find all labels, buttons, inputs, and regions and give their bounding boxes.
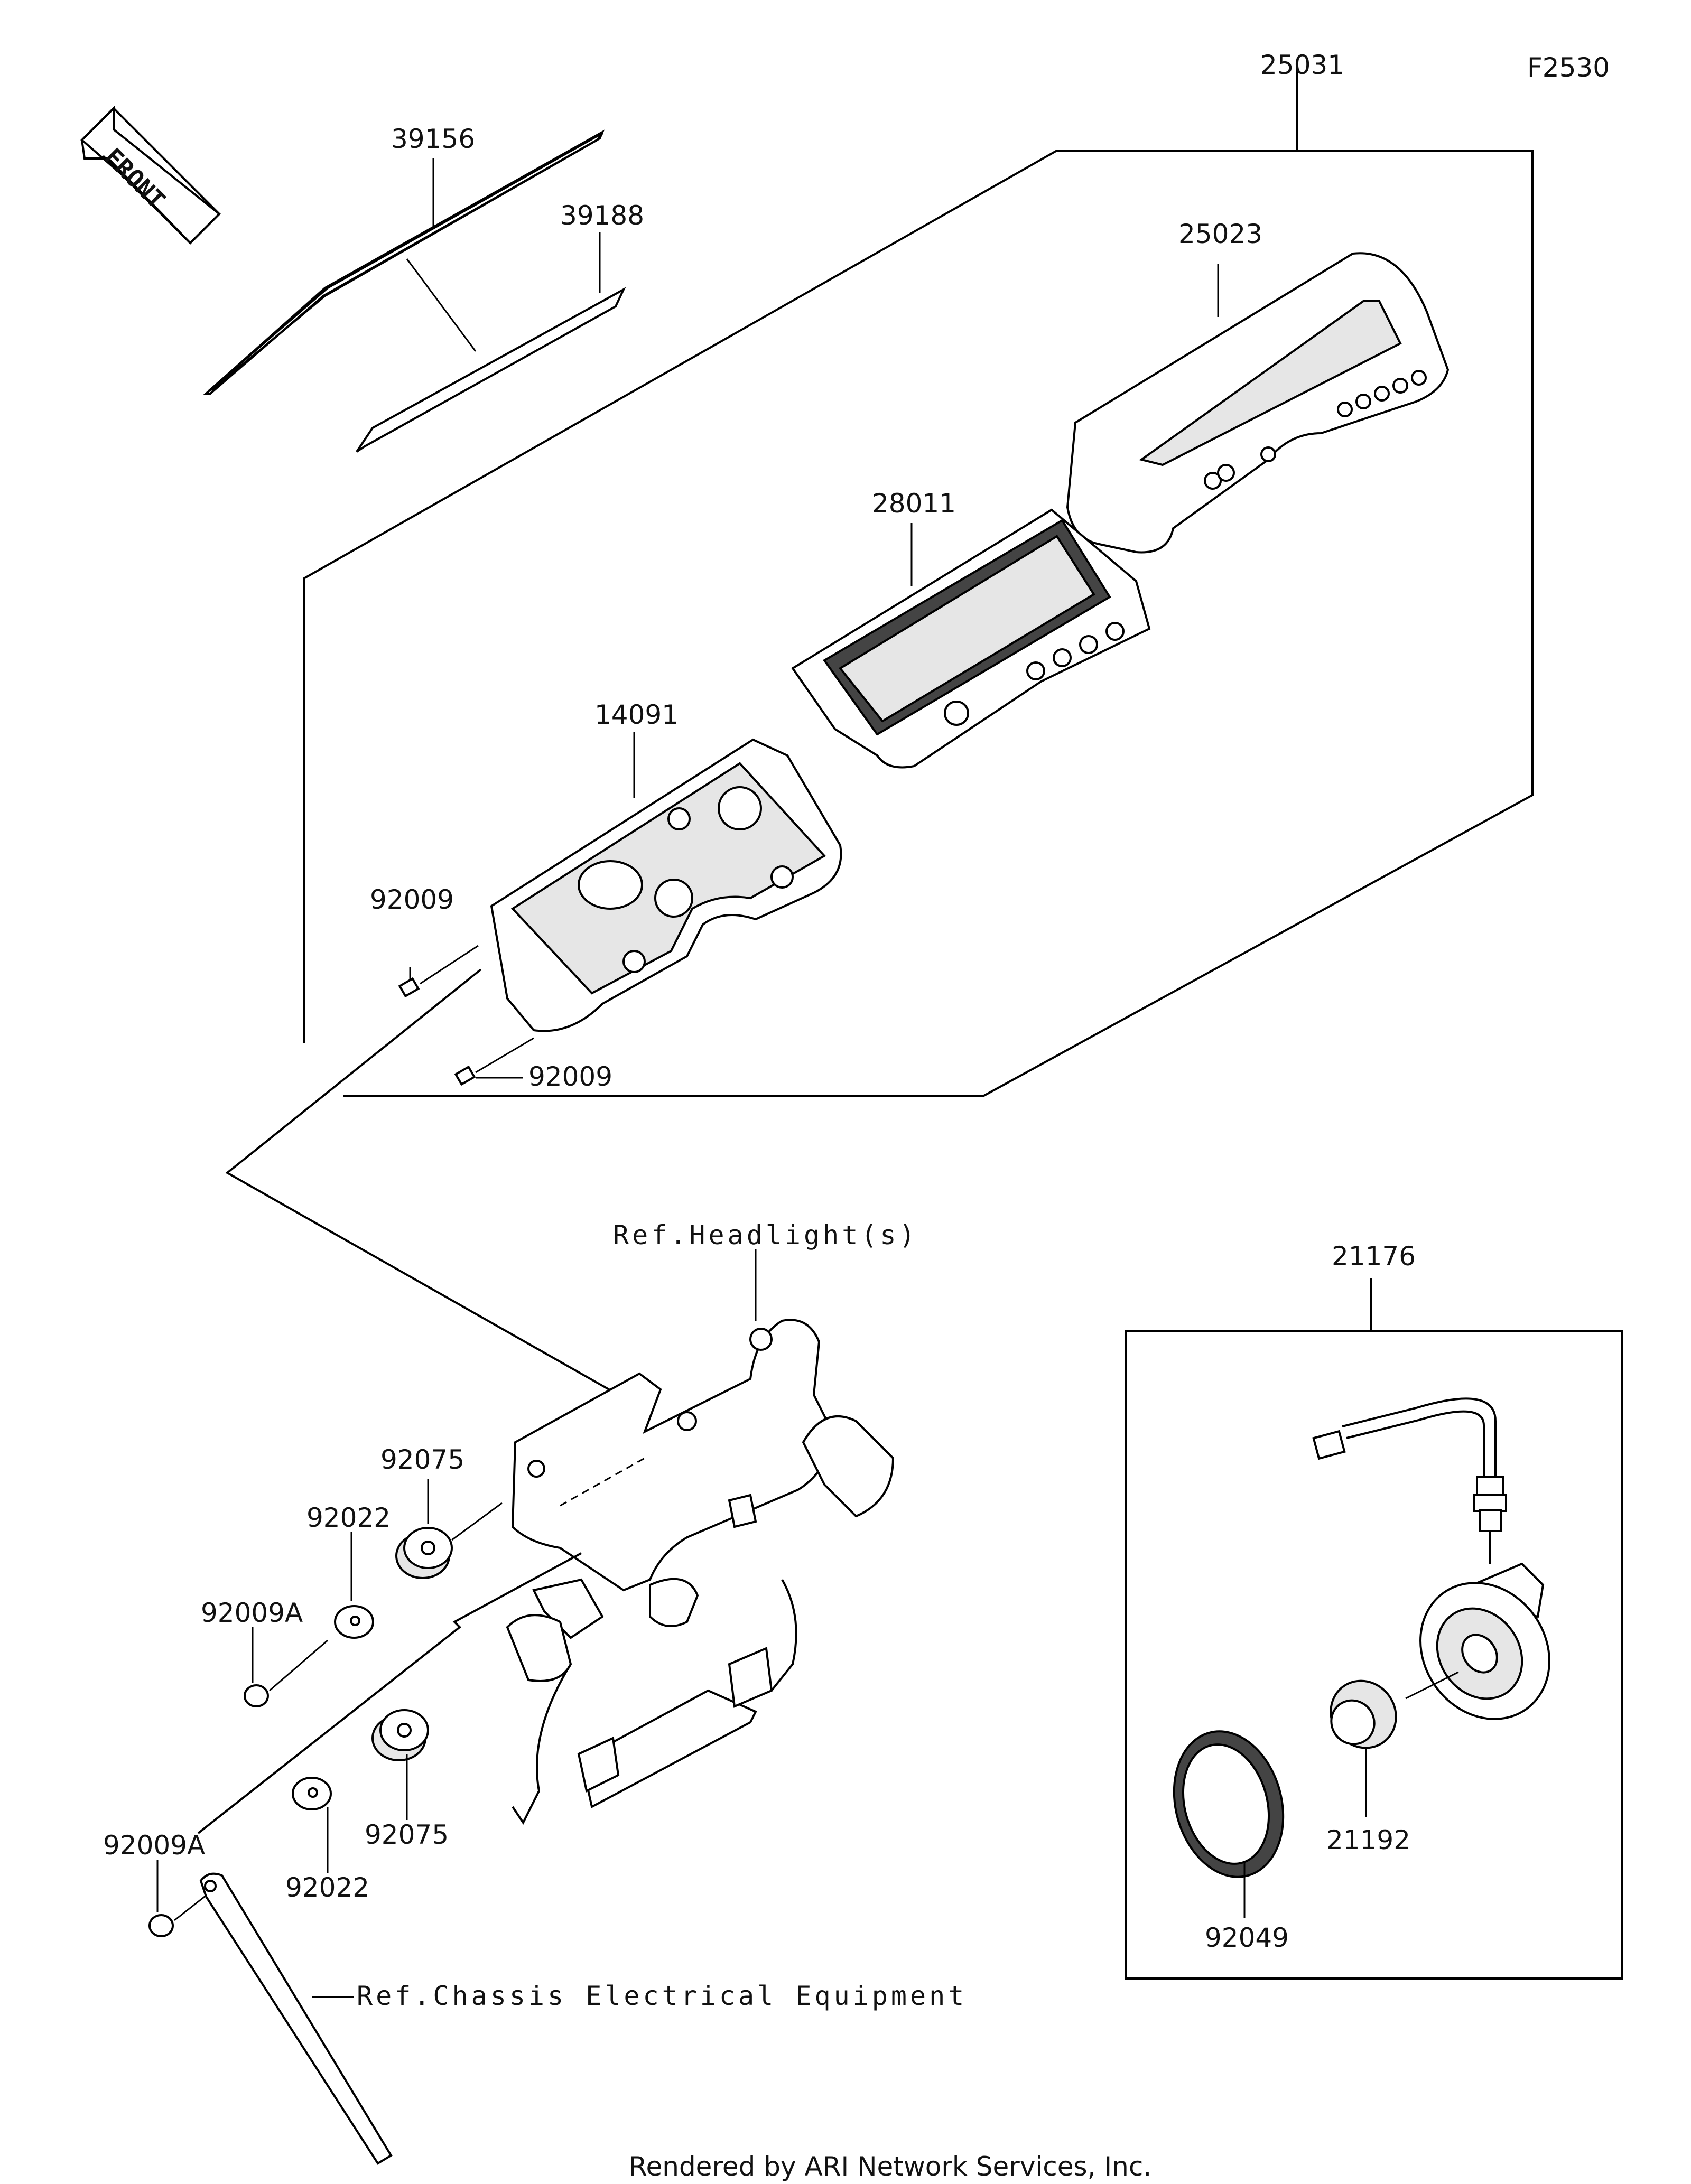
part-28011-label: 28011 bbox=[872, 488, 956, 519]
part-14091-label: 14091 bbox=[594, 699, 679, 730]
part-92009A-screw-a bbox=[244, 1684, 269, 1707]
part-92075-grommet-a bbox=[395, 1527, 453, 1579]
headlight-bracket bbox=[506, 1319, 895, 1825]
part-21192-label: 21192 bbox=[1326, 1825, 1410, 1855]
part-92022-b-label: 92022 bbox=[285, 1872, 369, 1903]
part-39188 bbox=[356, 287, 626, 453]
footer-credit: Rendered by ARI Network Services, Inc. bbox=[629, 2151, 1151, 2182]
part-92009-b-label: 92009 bbox=[528, 1061, 612, 1092]
part-92009A-b-label: 92009A bbox=[103, 1830, 205, 1861]
part-92009-screw-b bbox=[454, 1065, 476, 1086]
assembly-25031-outline bbox=[303, 66, 1534, 1097]
part-92009A-a-label: 92009A bbox=[201, 1598, 303, 1628]
part-92075-grommet-b bbox=[371, 1709, 429, 1761]
part-28011 bbox=[791, 508, 1151, 769]
part-92022-washer-b bbox=[292, 1777, 332, 1810]
chassis-stay bbox=[199, 1872, 393, 2165]
part-92022-washer-a bbox=[334, 1605, 374, 1639]
part-92075-a-label: 92075 bbox=[380, 1444, 464, 1475]
front-arrow-icon: FRONT bbox=[80, 106, 221, 245]
part-92009A-screw-b bbox=[148, 1914, 174, 1937]
part-92049-label: 92049 bbox=[1205, 1922, 1289, 1953]
ref-headlight-label: Ref.Headlight(s) bbox=[613, 1220, 918, 1250]
part-92022-a-label: 92022 bbox=[306, 1502, 391, 1533]
part-92075-b-label: 92075 bbox=[365, 1819, 449, 1850]
ref-chassis-label: Ref.Chassis Electrical Equipment bbox=[357, 1981, 967, 2011]
kit-21176-box bbox=[1125, 1330, 1623, 1980]
part-25023 bbox=[1066, 252, 1450, 554]
part-39188-label: 39188 bbox=[560, 200, 644, 231]
sensor-assembly-21176 bbox=[1312, 1397, 1550, 1720]
part-39156 bbox=[203, 129, 605, 395]
part-14091 bbox=[490, 738, 842, 1032]
part-25023-label: 25023 bbox=[1178, 219, 1262, 249]
part-92009-screw-a bbox=[398, 977, 420, 998]
part-92049-seal bbox=[1173, 1730, 1285, 1878]
part-21192-gear bbox=[1330, 1679, 1397, 1749]
figure-code: F2530 bbox=[1527, 52, 1610, 83]
part-21176-label: 21176 bbox=[1332, 1241, 1416, 1272]
part-25031-label: 25031 bbox=[1260, 50, 1344, 80]
part-39156-label: 39156 bbox=[391, 124, 475, 154]
part-92009-a-label: 92009 bbox=[370, 884, 454, 915]
